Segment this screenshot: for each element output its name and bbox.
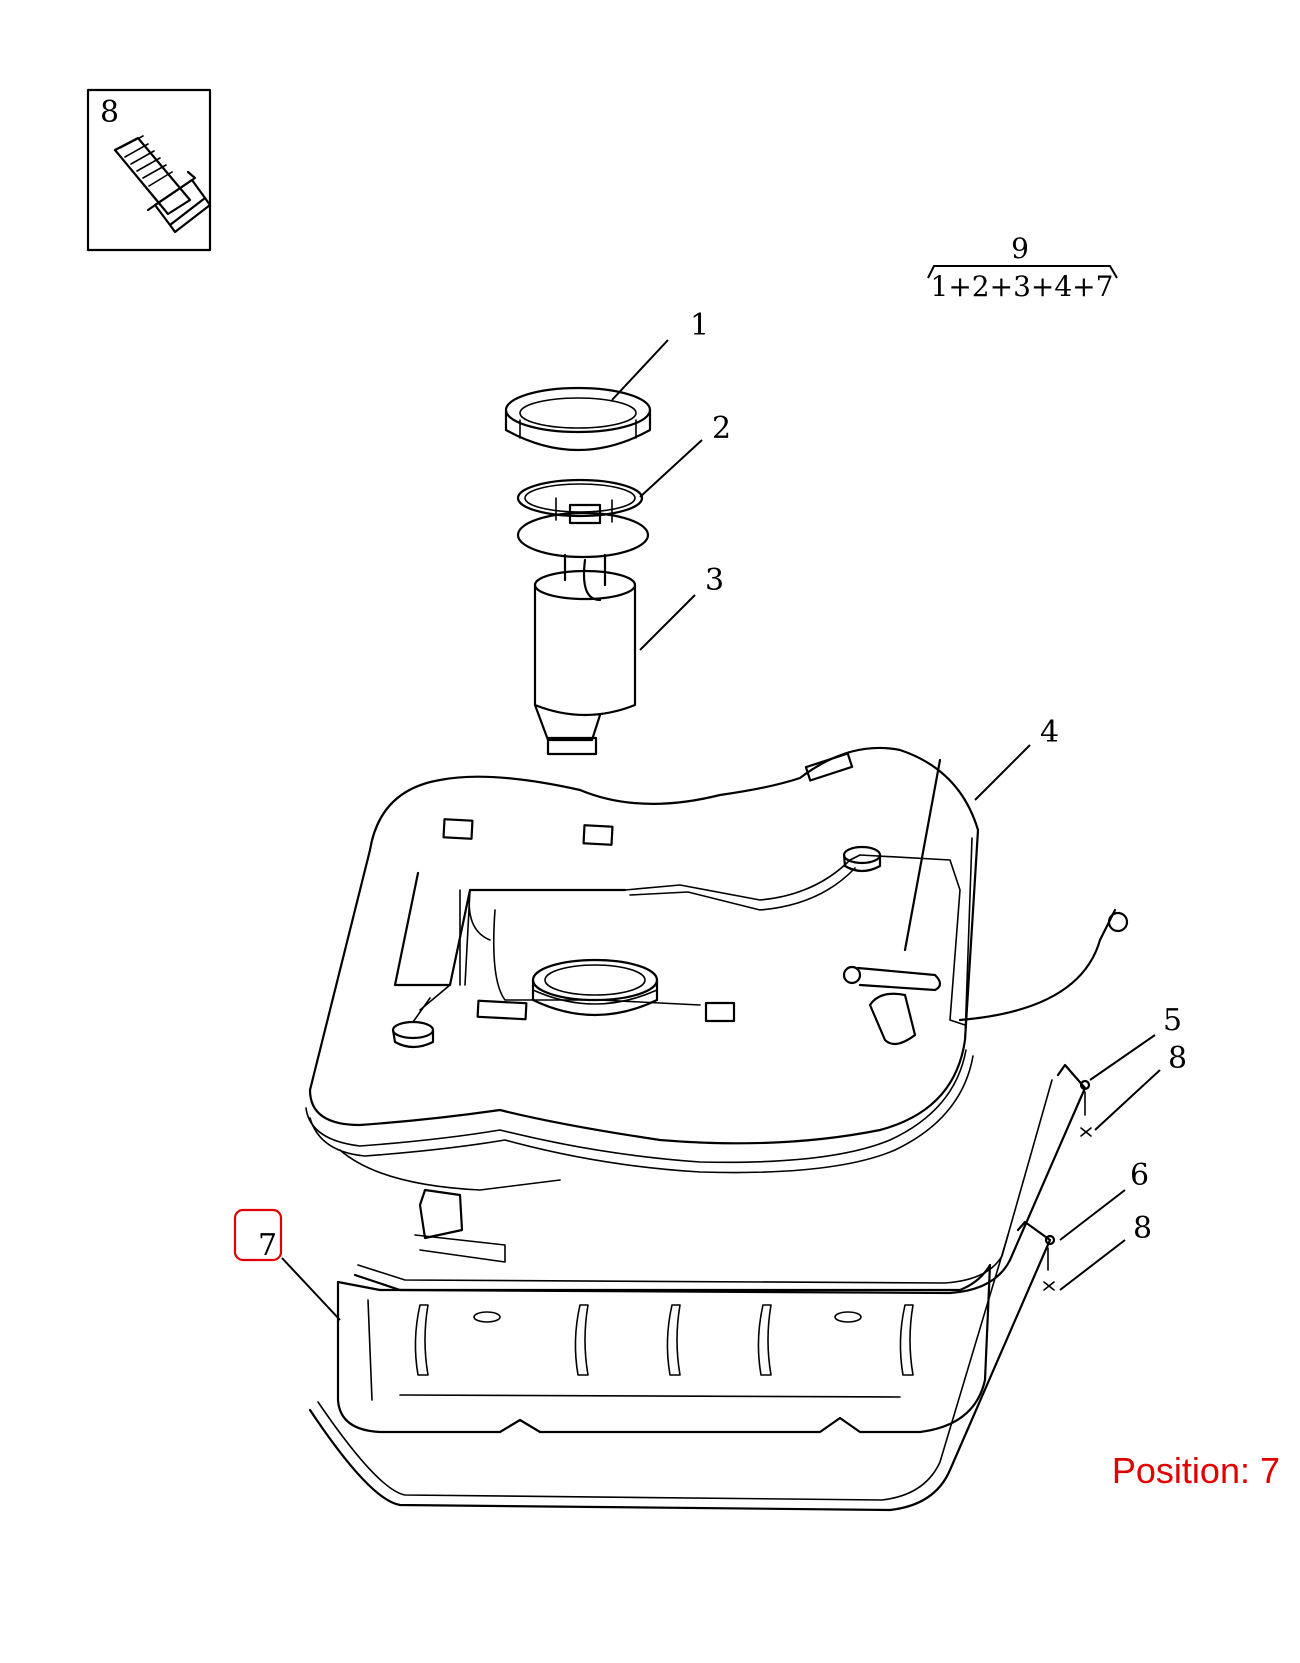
bolt-icon <box>113 135 212 234</box>
kit-number: 9 <box>1011 232 1029 265</box>
callout-7: 7 <box>258 1228 277 1263</box>
fuel-tank-part <box>305 746 1129 1191</box>
tank-strap-6-part <box>308 1220 1056 1512</box>
callout-8-upper: 8 <box>1168 1041 1187 1076</box>
gasket-part <box>516 478 644 518</box>
position-label: Position: 7 <box>1111 1450 1280 1491</box>
leader-lines <box>281 339 1161 1321</box>
inset-bolt-box: 8 <box>86 88 212 252</box>
kit-components: 1+2+3+4+7 <box>931 270 1114 303</box>
callout-4: 4 <box>1040 715 1059 750</box>
kit-notation: 9 1+2+3+4+7 <box>927 232 1118 303</box>
callout-2: 2 <box>712 411 731 446</box>
locking-ring-part <box>504 386 652 451</box>
fuel-pump-module-part <box>516 497 650 756</box>
callout-8-lower: 8 <box>1133 1211 1152 1246</box>
callout-5: 5 <box>1163 1003 1182 1038</box>
callout-7-highlight <box>233 1208 283 1262</box>
tank-strap-5-part <box>353 1063 1092 1295</box>
inset-callout: 8 <box>100 95 119 130</box>
callouts: 1 2 3 4 5 8 6 8 7 <box>233 308 1187 1263</box>
callout-1: 1 <box>690 308 709 343</box>
callout-6: 6 <box>1130 1158 1149 1193</box>
callout-3: 3 <box>705 563 724 598</box>
tank-shield-part <box>336 1188 992 1434</box>
